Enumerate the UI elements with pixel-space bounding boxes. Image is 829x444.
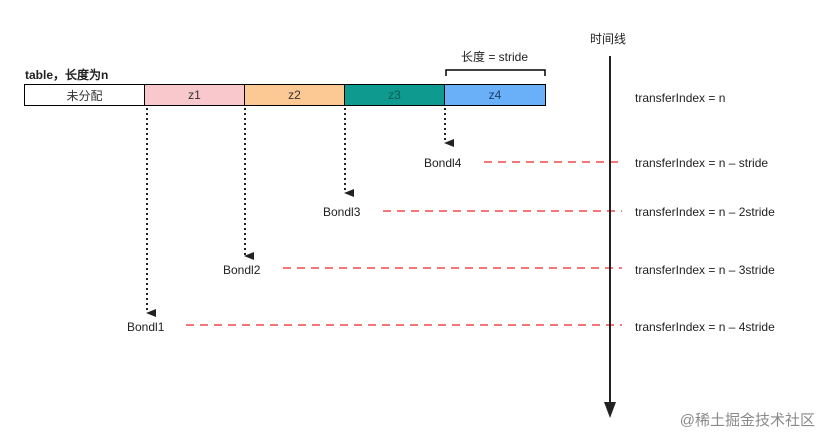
- transfer-index-4: transferIndex = n – 4stride: [635, 320, 775, 334]
- timeline-arrowhead: [604, 402, 616, 418]
- hash-table: 未分配 z1 z2 z3 z4: [24, 84, 546, 106]
- bond-label-4: Bondl4: [424, 156, 462, 170]
- timeline-label: 时间线: [590, 32, 627, 46]
- watermark: @稀土掘金技术社区: [679, 412, 815, 429]
- cell-unallocated: 未分配: [25, 85, 145, 105]
- cell-z3: z3: [345, 85, 445, 105]
- bond-label-1: Bondl1: [127, 320, 165, 334]
- stride-label: 长度 = stride: [461, 50, 529, 64]
- transfer-index-2: transferIndex = n – 2stride: [635, 205, 775, 219]
- cell-z1: z1: [145, 85, 245, 105]
- stride-bracket: [445, 69, 546, 76]
- cell-z4: z4: [445, 85, 545, 105]
- transfer-index-0: transferIndex = n: [635, 91, 726, 105]
- transfer-index-1: transferIndex = n – stride: [635, 156, 769, 170]
- table-title: table，长度为n: [25, 68, 109, 82]
- bond-label-2: Bondl2: [223, 263, 261, 277]
- bond-label-3: Bondl3: [323, 205, 361, 219]
- transfer-index-3: transferIndex = n – 3stride: [635, 263, 775, 277]
- cell-z2: z2: [245, 85, 345, 105]
